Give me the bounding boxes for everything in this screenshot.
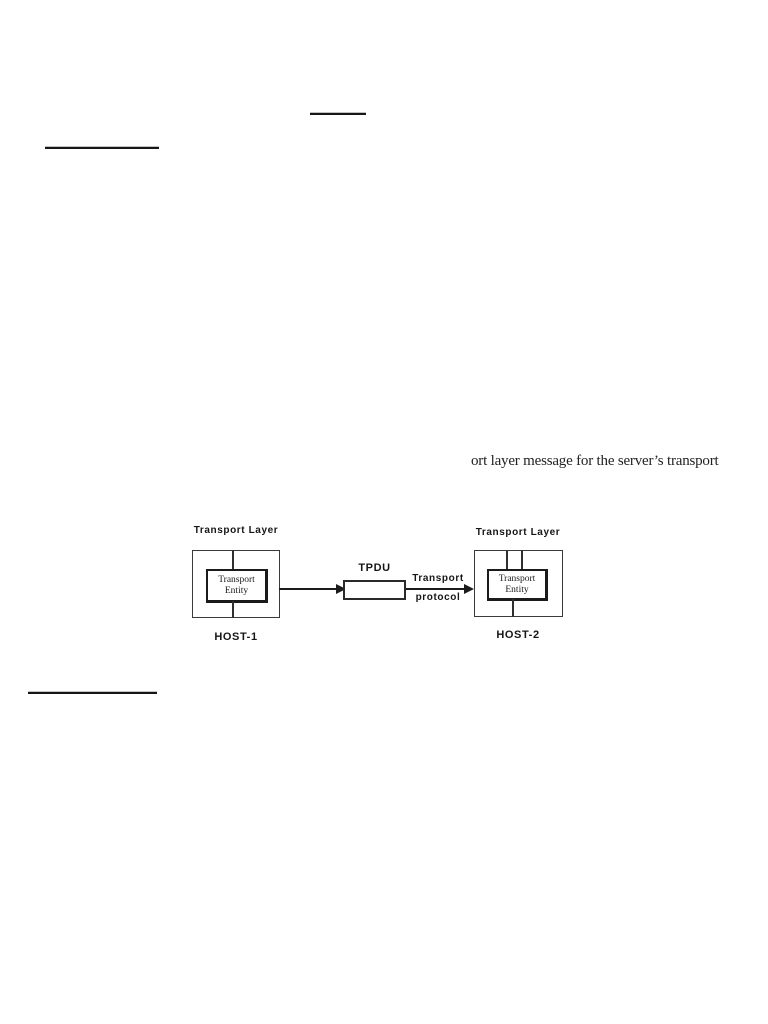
arrowhead-right-icon (336, 584, 346, 594)
host2-entity-label-line1: Transport (498, 573, 536, 584)
arrowhead-right-icon (464, 584, 474, 594)
host2-top-connector-line-a (506, 550, 508, 569)
host2-entity-box: Transport Entity (487, 569, 548, 601)
host1-layer-label: Transport Layer (193, 525, 279, 536)
host2-label: HOST-2 (496, 629, 540, 641)
host2-top-connector-line-b (521, 550, 523, 569)
arrow-host1-to-tpdu-line (279, 588, 338, 590)
host2-entity-label-line2: Entity (505, 584, 529, 595)
transport-protocol-label-line2: protocol (415, 592, 461, 603)
section-underline-top (45, 147, 159, 149)
host1-entity-label-line2: Entity (224, 585, 249, 596)
host2-layer-label: Transport Layer (475, 527, 561, 538)
host1-entity-box: Transport Entity (206, 569, 268, 603)
tpdu-box (343, 580, 406, 600)
title-underline (310, 113, 366, 115)
host2-outer-box (474, 550, 563, 617)
arrow-tpdu-to-host2-line (406, 588, 467, 590)
host2-bottom-connector-line (512, 599, 514, 617)
section-underline-bottom (28, 692, 157, 694)
host1-label: HOST-1 (214, 631, 258, 643)
body-text-fragment: ort layer message for the server’s trans… (471, 453, 719, 469)
host1-bottom-connector-line (232, 601, 234, 618)
host1-outer-box (192, 550, 280, 618)
tpdu-label: TPDU (358, 562, 391, 574)
transport-protocol-label-line1: Transport (412, 573, 464, 584)
host1-entity-label-line1: Transport (218, 574, 255, 585)
host1-top-connector-line (232, 550, 234, 569)
